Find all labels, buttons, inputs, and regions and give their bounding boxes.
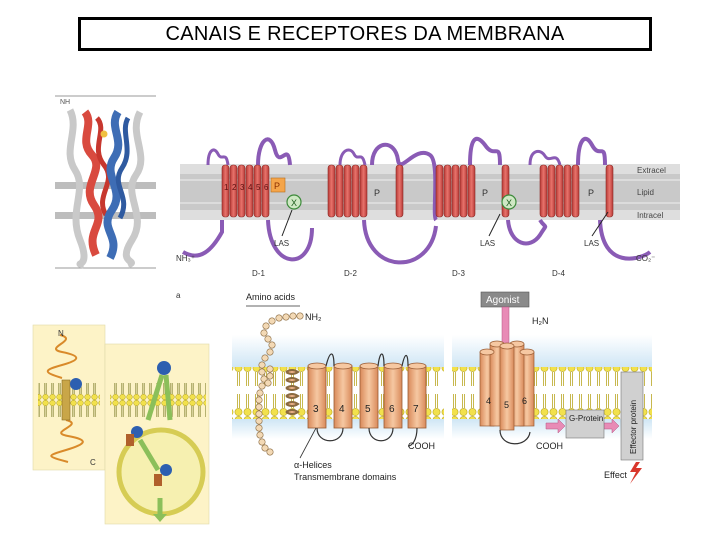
g-protein-box <box>565 409 605 439</box>
x-site-2 <box>501 194 517 210</box>
las-label-2: LAS <box>480 239 495 248</box>
seg-4: 4 <box>248 183 253 192</box>
seg-6: 6 <box>264 183 269 192</box>
x-label-2: X <box>506 198 512 208</box>
effector-box <box>620 371 644 461</box>
domain-label-2: D-2 <box>344 269 357 278</box>
seg-2: 2 <box>232 183 237 192</box>
domain-2-helices: P <box>327 164 404 218</box>
helix-num-4: 4 <box>339 404 345 415</box>
g-protein-label: G-Protein <box>569 414 603 423</box>
helix-num-6: 6 <box>389 404 395 415</box>
cell-panel: N C <box>32 324 210 525</box>
region-lipid: Lipid <box>637 188 654 197</box>
seg-5: 5 <box>256 183 261 192</box>
domain-label-1: D-1 <box>252 269 265 278</box>
c-label: C <box>90 458 96 467</box>
domain-label-4: D-4 <box>552 269 565 278</box>
p-label-4: P <box>588 188 594 198</box>
channel-panel: P P P P <box>176 137 680 300</box>
p-label-3: P <box>482 188 488 198</box>
helix-num-7: 7 <box>413 404 419 415</box>
cooh-label-1: COOH <box>408 441 435 451</box>
structure-tag: NH <box>60 99 70 106</box>
agonist-label: Agonist <box>486 295 520 306</box>
panel-letter: a <box>176 291 181 300</box>
x-label-1: X <box>291 198 297 208</box>
nh2-label: NH₂ <box>305 312 322 322</box>
amino-acids-label: Amino acids <box>246 292 296 302</box>
c-terminus: CO₂⁻ <box>636 254 655 263</box>
phosphorylation-site <box>270 177 286 193</box>
las-label-3: LAS <box>584 239 599 248</box>
arrow-to-effector <box>603 418 620 434</box>
las-label-1: LAS <box>274 239 289 248</box>
effect-label: Effect <box>604 470 627 480</box>
transmembrane-label: Transmembrane domains <box>294 472 397 482</box>
domain-1-helices: P <box>221 164 286 218</box>
domain-label-3: D-3 <box>452 269 465 278</box>
alpha-helices-label: α-Helices <box>294 460 332 470</box>
n-terminus: NH₃⁺ <box>176 254 195 263</box>
p-label-2: P <box>374 188 380 198</box>
gpcr-num-5: 5 <box>504 400 509 410</box>
region-extracel: Extracel <box>637 166 666 175</box>
gpcr-num-4: 4 <box>486 396 491 406</box>
page-title: CANAIS E RECEPTORES DA MEMBRANA <box>165 22 565 45</box>
region-intracel: Intracel <box>637 211 663 220</box>
receptor-helices <box>307 362 427 429</box>
arrow-to-gprotein <box>545 418 566 434</box>
gpcr-helix-bundle <box>479 340 535 431</box>
h2n-label: H₂N <box>532 316 549 326</box>
receptor-panel: Amino acids NH₂ <box>232 292 444 482</box>
title-box: CANAIS E RECEPTORES DA MEMBRANA <box>78 17 652 51</box>
p-label-1: P <box>274 181 280 191</box>
x-site-1 <box>286 194 302 210</box>
n-label: N <box>58 329 64 338</box>
gpcr-panel: Agonist H₂N 4 5 6 COOH G-Protein Effecto… <box>452 291 652 484</box>
amino-acid-chain <box>255 312 304 456</box>
seg-3: 3 <box>240 183 245 192</box>
effect-bolt-icon <box>630 462 642 484</box>
protein-structure-panel: NH <box>55 95 156 269</box>
gpcr-num-6: 6 <box>522 396 527 406</box>
helix-num-3: 3 <box>313 404 319 415</box>
domain-4-helices: P <box>539 164 614 218</box>
seg-1: 1 <box>224 183 229 192</box>
effector-label: Effector protein <box>629 400 638 454</box>
cooh-label-2: COOH <box>536 441 563 451</box>
helix-num-5: 5 <box>365 404 371 415</box>
